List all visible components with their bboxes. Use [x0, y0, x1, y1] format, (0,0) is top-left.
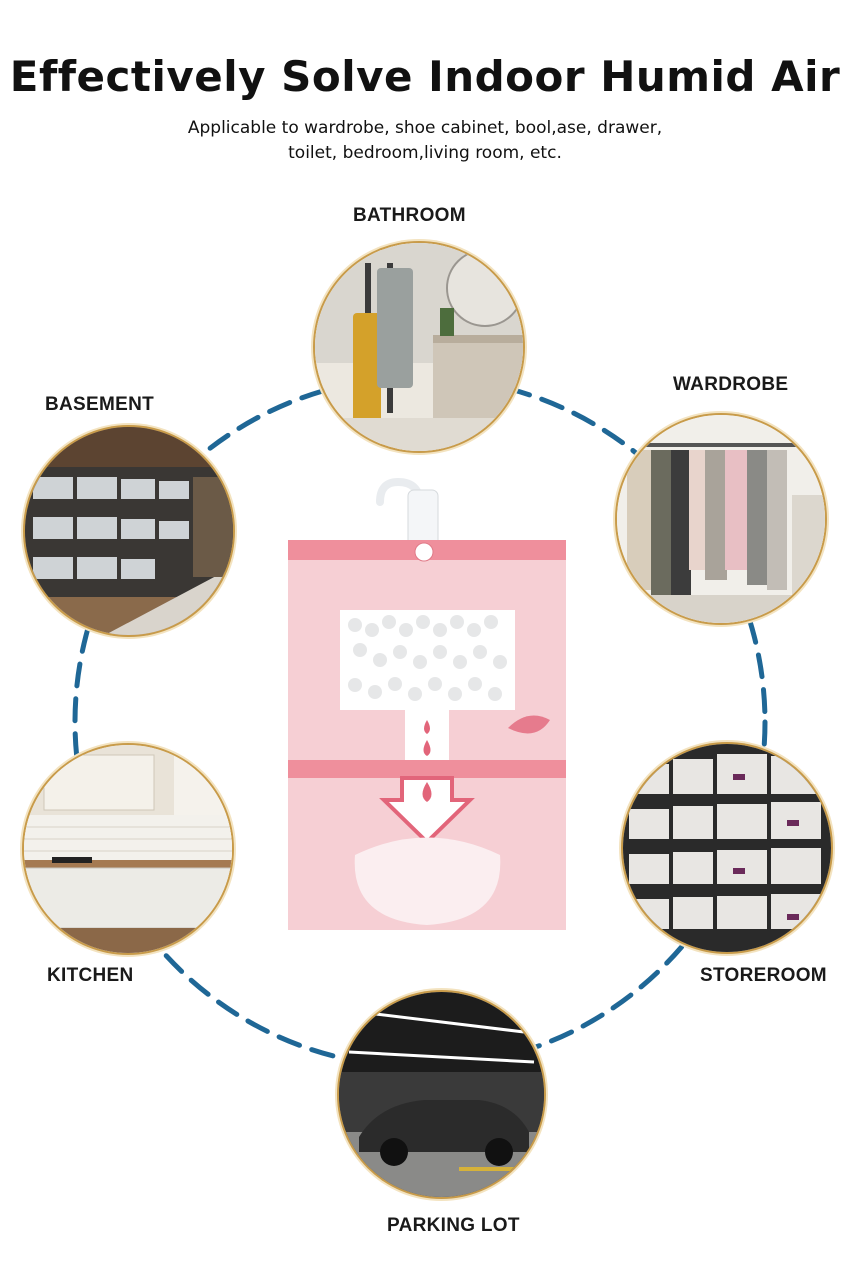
subtitle-line-2: toilet, bedroom,living room, etc. [288, 143, 562, 163]
storeroom-photo [623, 744, 831, 952]
label-kitchen: KITCHEN [47, 965, 134, 986]
label-bathroom: BATHROOM [353, 205, 466, 226]
label-wardrobe: WARDROBE [673, 374, 789, 395]
page-subtitle: Applicable to wardrobe, shoe cabinet, bo… [0, 116, 850, 166]
wardrobe-photo [617, 415, 825, 623]
label-basement: BASEMENT [45, 394, 155, 415]
basement-photo [25, 427, 233, 635]
label-storeroom: STOREROOM [700, 965, 827, 986]
label-parking-lot: PARKING LOT [387, 1215, 520, 1236]
kitchen-photo [24, 745, 232, 953]
page-title: Effectively Solve Indoor Humid Air [9, 52, 841, 101]
bathroom-photo [315, 243, 523, 451]
subtitle-line-1: Applicable to wardrobe, shoe cabinet, bo… [187, 118, 663, 138]
parking-lot-photo [339, 992, 544, 1197]
dehumidifier-bag-image [288, 477, 566, 930]
